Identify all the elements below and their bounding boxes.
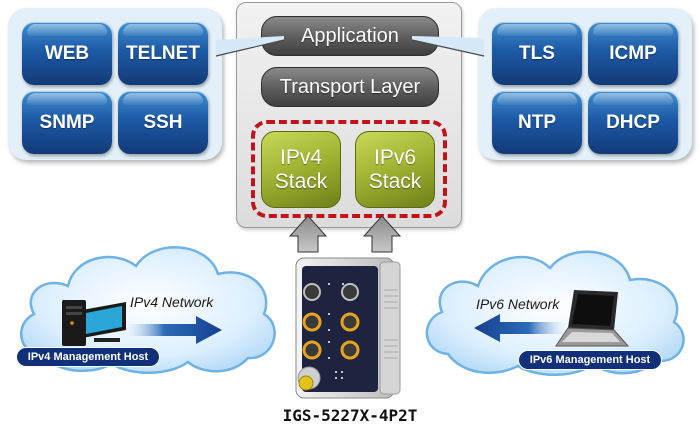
protocol-stack-box: Application Transport Layer IPv4 Stack I… [236,2,462,228]
ipv6-stack-line2: Stack [368,169,422,193]
left-protocol-panel: WEB TELNET SNMP SSH [8,8,222,160]
protocol-ssh: SSH [118,91,208,154]
ipv4-stack: IPv4 Stack [261,131,341,208]
ipv6-network-label: IPv6 Network [476,296,560,312]
device-model-label: IGS-5227X-4P2T [282,406,418,425]
ipv4-stack-line2: Stack [274,169,328,193]
protocol-telnet: TELNET [118,22,208,85]
application-layer: Application [261,16,439,56]
protocol-dhcp: DHCP [588,91,678,154]
ipv4-stack-line1: IPv4 [279,145,323,169]
dual-stack-outline [251,120,447,218]
right-protocol-panel: TLS ICMP NTP DHCP [478,8,692,160]
transport-layer: Transport Layer [261,67,439,107]
ipv6-management-host-badge: IPv6 Management Host [518,350,662,370]
protocol-icmp: ICMP [588,22,678,85]
ipv6-stack: IPv6 Stack [355,131,435,208]
ipv6-stack-line1: IPv6 [373,145,417,169]
ipv4-management-host-badge: IPv4 Management Host [16,347,160,367]
protocol-snmp: SNMP [22,91,112,154]
protocol-web: WEB [22,22,112,85]
protocol-ntp: NTP [492,91,582,154]
ipv4-network-label: IPv4 Network [130,294,214,310]
protocol-tls: TLS [492,22,582,85]
industrial-switch-icon [295,257,401,399]
